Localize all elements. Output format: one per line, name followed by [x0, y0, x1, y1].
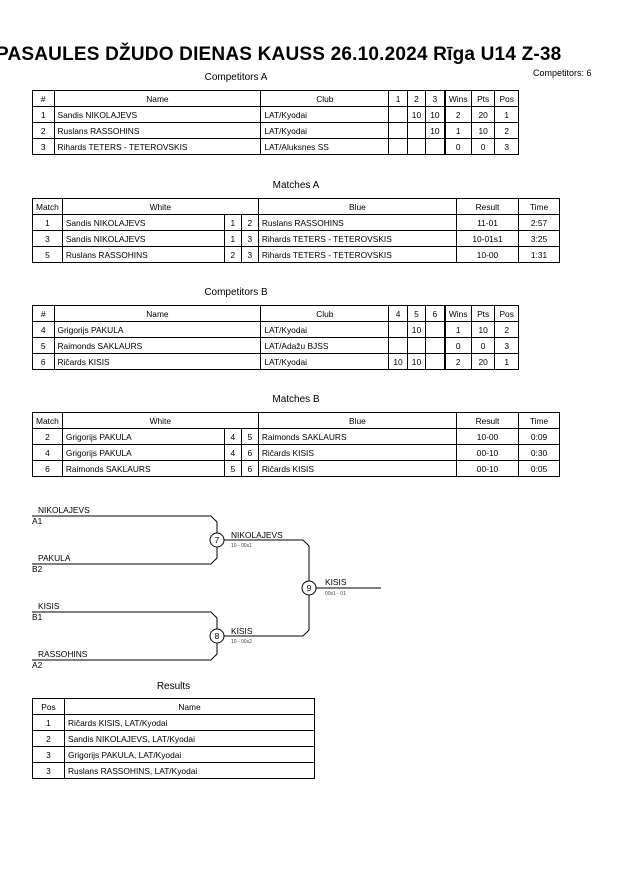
bracket-seed: B1	[32, 612, 43, 622]
table-row: 4 Grigorijs PAKULA 4 6 Ričards KISIS 00-…	[32, 444, 560, 461]
result-name: Grigorijs PAKULA, LAT/Kyodai	[64, 746, 315, 763]
table-header-row: Pos Name	[32, 698, 315, 715]
table-row: 3 Ruslans RASSOHINS, LAT/Kyodai	[32, 762, 315, 779]
white-seed: 5	[223, 460, 242, 477]
table-header-row: Match White Blue Result Time	[32, 198, 560, 215]
cell	[406, 138, 427, 155]
cell: 0	[443, 138, 472, 155]
table-row: 6 Raimonds SAKLAURS 5 6 Ričards KISIS 00…	[32, 460, 560, 477]
competitor-name: Ričards KISIS	[53, 353, 262, 370]
bracket-player-name: PAKULA	[38, 553, 71, 563]
bracket-score: 10 - 00s2	[231, 639, 252, 645]
bracket-score: 10 - 00s1	[231, 543, 252, 549]
cell: 2	[443, 353, 472, 370]
matches-b-caption: Matches B	[272, 394, 320, 405]
bracket-player-name: NIKOLAJEVS	[38, 505, 90, 515]
competitors-b-table: # Name Club 4 5 6 Wins Pts Pos 4 Grigori…	[32, 305, 519, 370]
result-name: Ruslans RASSOHINS, LAT/Kyodai	[64, 762, 315, 779]
result-position: 3	[32, 746, 65, 763]
bracket-player-name: KISIS	[38, 601, 60, 611]
table-header-row: # Name Club 4 5 6 Wins Pts Pos	[32, 305, 519, 322]
competitors-b-caption: Competitors B	[204, 287, 268, 298]
bracket-player-name: RASSOHINS	[38, 649, 88, 659]
cell: 3	[494, 138, 519, 155]
table-row: 3 Grigorijs PAKULA, LAT/Kyodai	[32, 746, 315, 763]
bracket-score: 00s1 - 01	[325, 591, 346, 597]
match-time: 0:05	[518, 460, 560, 477]
match-number: 9	[307, 583, 312, 593]
match-number: 7	[215, 535, 220, 545]
matches-b-table: Match White Blue Result Time 2 Grigorijs…	[32, 412, 560, 477]
competitors-a-table: # Name Club 1 2 3 Wins Pts Pos 1 Sandis …	[32, 90, 519, 155]
blue-player: Rihards TETERS - TETEROVSKIS	[257, 246, 458, 263]
table-row: 5 Raimonds SAKLAURS LAT/Adažu BJSS 0 0 3	[32, 337, 519, 354]
cell: 10	[406, 353, 427, 370]
match-number: 8	[215, 631, 220, 641]
match-circle	[209, 532, 225, 548]
matches-a-table: Match White Blue Result Time 1 Sandis NI…	[32, 198, 560, 263]
matches-a-caption: Matches A	[272, 180, 320, 191]
bracket-winner-name: KISIS	[231, 626, 253, 636]
result-name: Sandis NIKOLAJEVS, LAT/Kyodai	[64, 730, 315, 747]
col-header: Time	[518, 412, 560, 429]
result-name: Ričards KISIS, LAT/Kyodai	[64, 714, 315, 731]
competitors-count: Competitors: 6	[533, 68, 592, 78]
table-row: 3 Rihards TETERS - TETEROVSKIS LAT/Aluks…	[32, 138, 519, 155]
cell: 1	[494, 106, 519, 123]
bracket-seed: A1	[32, 516, 43, 526]
result-position: 3	[32, 762, 65, 779]
bracket-winner-name: NIKOLAJEVS	[231, 530, 283, 540]
table-row: 5 Ruslans RASSOHINS 2 3 Rihards TETERS -…	[32, 246, 560, 263]
table-row: 2 Sandis NIKOLAJEVS, LAT/Kyodai	[32, 730, 315, 747]
cell: 6	[32, 353, 55, 370]
results-caption: Results	[156, 681, 191, 692]
results-table: Pos Name 1 Ričards KISIS, LAT/Kyodai 2 S…	[32, 698, 315, 779]
match-time: 1:31	[518, 246, 560, 263]
match-result: 10-00	[456, 246, 519, 263]
page-title: PASAULES DŽUDO DIENAS KAUSS 26.10.2024 R…	[0, 44, 562, 65]
col-header: Pos	[32, 698, 65, 715]
bracket-champion-name: KISIS	[325, 577, 347, 587]
bracket-seed: A2	[32, 660, 43, 670]
cell: 0	[470, 138, 496, 155]
competitors-a-caption: Competitors A	[204, 72, 268, 83]
table-row: 6 Ričards KISIS LAT/Kyodai 10 10 2 20 1	[32, 353, 519, 370]
col-header: Name	[64, 698, 315, 715]
blue-player: Ričards KISIS	[257, 460, 458, 477]
match-circle	[301, 580, 317, 596]
white-seed: 2	[223, 246, 242, 263]
result-position: 2	[32, 730, 65, 747]
match-circle	[209, 628, 225, 644]
bracket-seed: B2	[32, 564, 43, 574]
result-position: 1	[32, 714, 65, 731]
cell: 1	[494, 353, 519, 370]
table-row: 1 Ričards KISIS, LAT/Kyodai	[32, 714, 315, 731]
competitor-club: LAT/Aluksnes SS	[260, 138, 390, 155]
match-number: 5	[32, 246, 63, 263]
